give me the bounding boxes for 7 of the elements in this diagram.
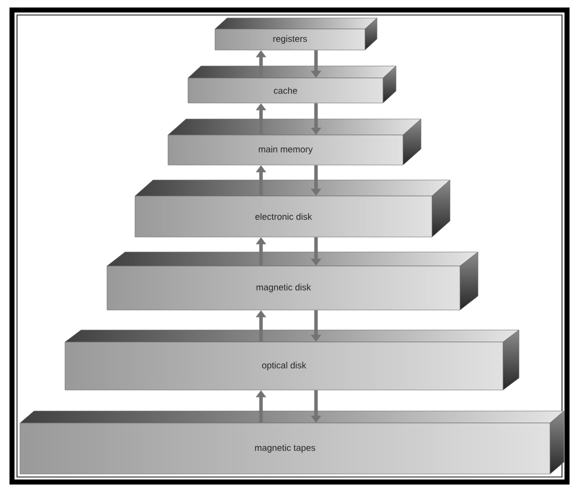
layer-block: optical disk — [64, 330, 520, 390]
layer-block: magnetic disk — [106, 252, 478, 310]
layer-block: registers — [214, 18, 378, 50]
layer-block: electronic disk — [134, 180, 450, 238]
layer-block: cache — [188, 66, 396, 104]
layer-block: magnetic tapes — [20, 410, 564, 474]
layer-block: main memory — [168, 118, 422, 166]
